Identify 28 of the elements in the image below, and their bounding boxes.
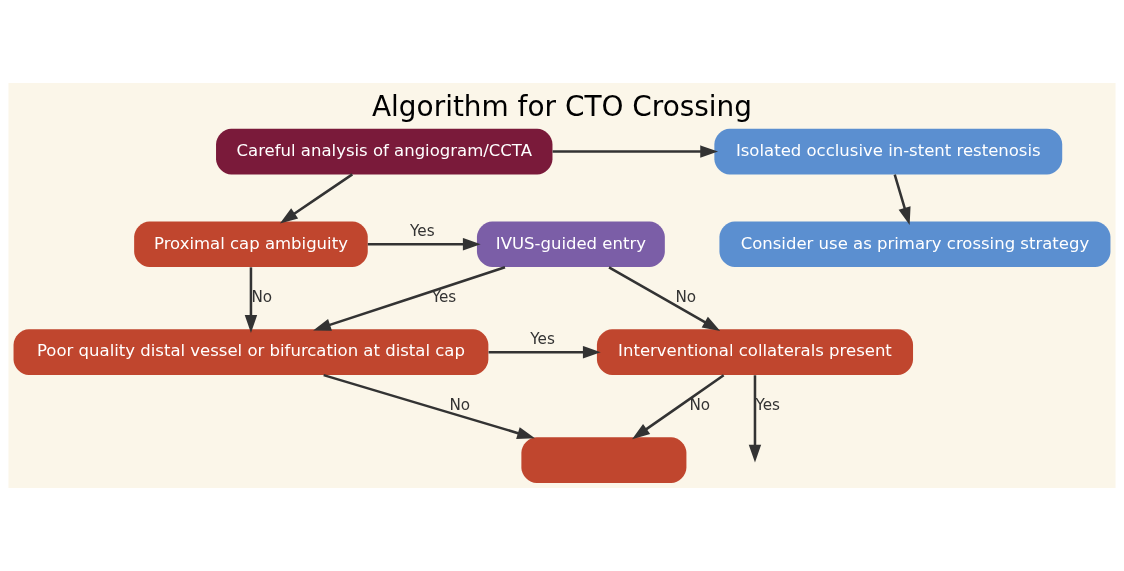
node-box: Isolated occlusive in-stent restenosis xyxy=(714,128,1063,175)
node-box: Careful analysis of angiogram/CCTA xyxy=(216,128,553,175)
edge-label: No xyxy=(251,288,273,307)
node-box: Proximal cap ambiguity xyxy=(134,221,368,268)
edge-label: Yes xyxy=(530,330,555,349)
arrow xyxy=(244,267,258,333)
arrow xyxy=(313,266,506,331)
node-box xyxy=(521,437,687,483)
edge-label: No xyxy=(449,396,471,415)
node-box: IVUS-guided entry xyxy=(476,221,665,268)
arrow xyxy=(608,266,721,331)
node-box: Consider use as primary crossing strategy xyxy=(719,221,1111,268)
edge-label: Yes xyxy=(410,222,435,241)
node-box: Poor quality distal vessel or bifurcation at distal cap xyxy=(13,329,489,375)
edge-label: Yes xyxy=(755,396,780,415)
edge-label: No xyxy=(689,396,711,415)
edge-label: No xyxy=(675,288,697,307)
arrow xyxy=(279,173,354,224)
arrow xyxy=(893,174,911,226)
edge-label: Yes xyxy=(431,288,457,307)
arrow xyxy=(323,373,535,440)
node-box: Interventional collaterals present xyxy=(596,329,914,375)
arrow xyxy=(632,374,725,440)
arrow xyxy=(367,238,481,251)
arrow xyxy=(748,375,762,463)
arrow xyxy=(488,345,601,359)
arrow xyxy=(552,145,719,158)
diagram-title: Algorithm for CTO Crossing xyxy=(371,89,753,123)
